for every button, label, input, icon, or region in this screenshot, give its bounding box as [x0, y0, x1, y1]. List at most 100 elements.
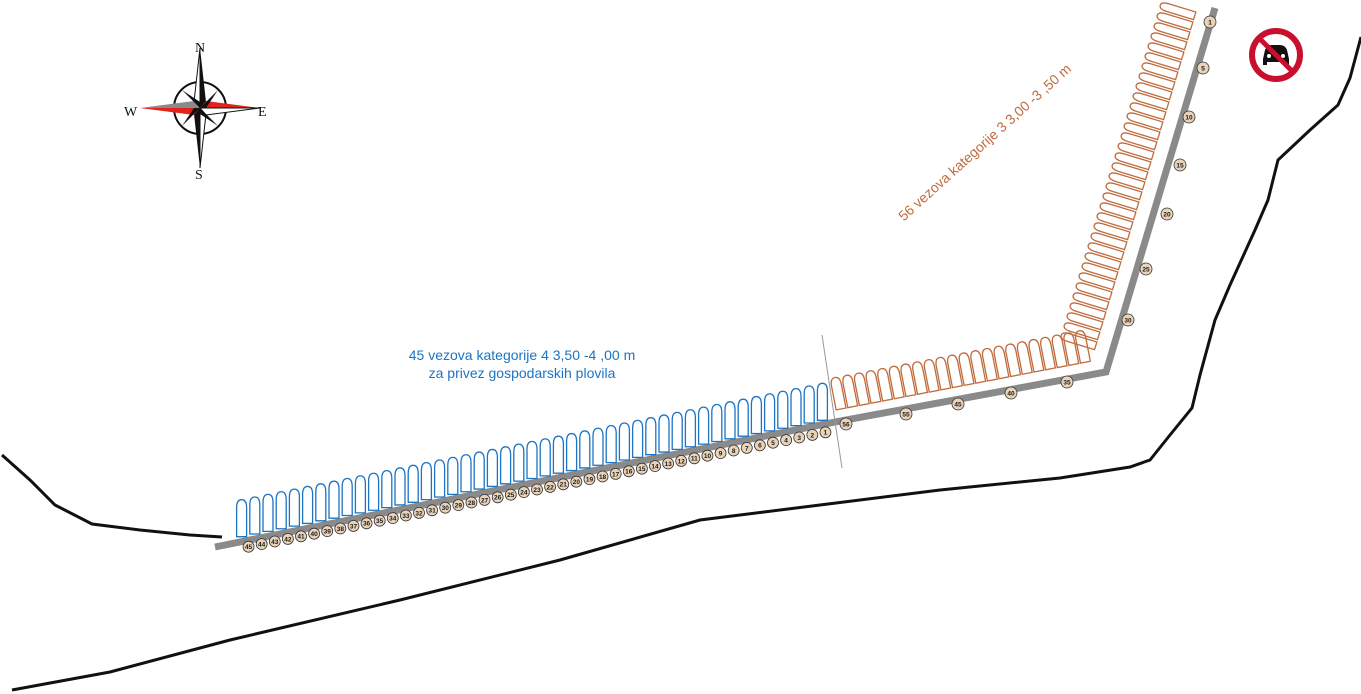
brown-berth-boat — [1102, 192, 1140, 211]
brown-berth-marker-text: 30 — [1124, 317, 1132, 324]
brown-berth-boat — [1147, 42, 1185, 61]
compass-w: W — [124, 105, 138, 120]
brown-berth-boat — [1078, 272, 1116, 291]
brown-berth-boat — [1132, 92, 1170, 111]
blue-berth-boat — [381, 469, 393, 509]
blue-berth-boat — [486, 448, 499, 488]
blue-berth-number: 2 — [806, 428, 819, 441]
blue-berth-boat — [565, 432, 578, 472]
blue-berth-number: 4 — [780, 434, 793, 447]
blue-berth-number: 7 — [740, 441, 753, 454]
brown-berth-boat — [1063, 332, 1080, 367]
blue-berth-number: 5 — [767, 436, 779, 449]
blue-berth-boat — [460, 454, 472, 493]
brown-berth-boat — [1156, 12, 1194, 31]
brown-berth-boat — [946, 354, 964, 389]
blue-berth-number: 40 — [308, 527, 321, 540]
blue-berth-boat — [262, 493, 274, 533]
brown-berth-boat — [1099, 202, 1137, 221]
blue-berth-boat — [645, 417, 657, 456]
blue-berth-boat — [420, 462, 433, 501]
blue-berth-number: 15 — [635, 462, 648, 475]
blue-berth-boat — [579, 430, 591, 469]
coastline-west — [1, 453, 223, 539]
blue-berth-number-text: 22 — [546, 484, 554, 491]
blue-berth-boat — [473, 451, 485, 490]
category4-label: 45 vezova kategorije 4 3,50 -4 ,00 m za … — [372, 346, 672, 382]
blue-berth-number-text: 8 — [732, 448, 736, 455]
brown-berth-boat — [1117, 142, 1155, 161]
blue-berth-number-text: 29 — [455, 503, 463, 510]
blue-berth-number-text: 1 — [824, 430, 828, 437]
brown-berth-boat — [1040, 336, 1057, 371]
blue-berth-boat — [816, 382, 829, 421]
blue-berth-boat — [618, 422, 631, 461]
brown-berth-boat — [1028, 338, 1045, 373]
brown-berth-boat — [1141, 62, 1179, 81]
blue-berth-number-text: 25 — [507, 492, 515, 499]
blue-berth-number: 20 — [570, 475, 583, 488]
brown-berth-boat — [1114, 152, 1152, 171]
compass-e: E — [258, 105, 267, 120]
blue-berth-number-text: 26 — [494, 495, 502, 502]
blue-berth-number-text: 39 — [324, 529, 332, 536]
blue-berth-number: 12 — [675, 454, 688, 467]
brown-berth-boat — [830, 376, 847, 411]
blue-berth-number-text: 13 — [664, 461, 672, 468]
brown-berth-marker: 5 — [1196, 61, 1210, 75]
compass-s: S — [195, 168, 203, 183]
blue-berth-number-text: 14 — [651, 464, 659, 471]
brown-berth-marker: 35 — [1060, 375, 1074, 389]
blue-berth-number-text: 20 — [573, 479, 581, 486]
blue-berth-number-text: 31 — [428, 508, 436, 515]
blue-berth-boat — [407, 464, 419, 503]
blue-berth-boat — [513, 443, 525, 482]
blue-berth-number-text: 32 — [415, 510, 423, 517]
blue-berth-boat — [235, 499, 248, 538]
blue-berth-number-text: 44 — [258, 542, 266, 549]
compass-n: N — [195, 41, 205, 56]
blue-berth-number: 3 — [793, 431, 806, 444]
blue-berth-boat — [592, 427, 604, 466]
blue-berth-boat — [711, 403, 723, 443]
blue-berth-number: 16 — [622, 465, 635, 478]
blue-berth-number: 30 — [439, 501, 452, 514]
blue-berth-number: 26 — [491, 491, 504, 504]
brown-berth-marker: 10 — [1182, 110, 1196, 124]
blue-berth-number: 39 — [321, 525, 334, 537]
brown-berth-marker: 56 — [839, 417, 853, 431]
blue-berth-number-text: 16 — [625, 469, 633, 476]
blue-berth-number-text: 4 — [784, 438, 788, 445]
blue-berth-boat — [447, 456, 459, 496]
blue-berth-number: 33 — [399, 509, 412, 522]
blue-berth-boat — [552, 435, 565, 474]
no-cars-sign — [1249, 28, 1303, 82]
blue-berth-number: 18 — [596, 470, 609, 483]
brown-berth-boat — [1081, 262, 1119, 281]
brown-berth-boat — [888, 365, 905, 400]
brown-berth-boat — [877, 367, 894, 402]
blue-berth-number-text: 40 — [310, 531, 318, 538]
blue-berth-number: 42 — [281, 533, 294, 545]
brown-berth-boat — [865, 370, 882, 404]
brown-berth-boat — [1126, 112, 1164, 131]
blue-berth-boat — [763, 393, 776, 432]
blue-berth-number-text: 2 — [811, 432, 815, 439]
blue-berth-boat — [367, 472, 380, 511]
blue-berth-number: 36 — [360, 517, 373, 530]
brown-berth-boat — [923, 358, 940, 393]
brown-berth-marker-text: 15 — [1176, 162, 1184, 169]
blue-berth-number-text: 42 — [284, 536, 292, 543]
blue-berth-number-text: 12 — [678, 458, 686, 465]
blue-berth-number: 24 — [517, 486, 530, 499]
brown-berth-boat — [1111, 162, 1149, 181]
blue-berth-number-text: 7 — [745, 445, 749, 452]
brown-berth-boat — [1066, 312, 1104, 331]
brown-berth-boat — [1135, 82, 1173, 101]
brown-berth-boat — [1129, 102, 1167, 121]
blue-berth-number-text: 30 — [442, 505, 450, 512]
blue-berth-boat — [724, 401, 736, 440]
brown-berth-boat — [1087, 242, 1125, 261]
blue-berth-number: 25 — [504, 488, 517, 501]
